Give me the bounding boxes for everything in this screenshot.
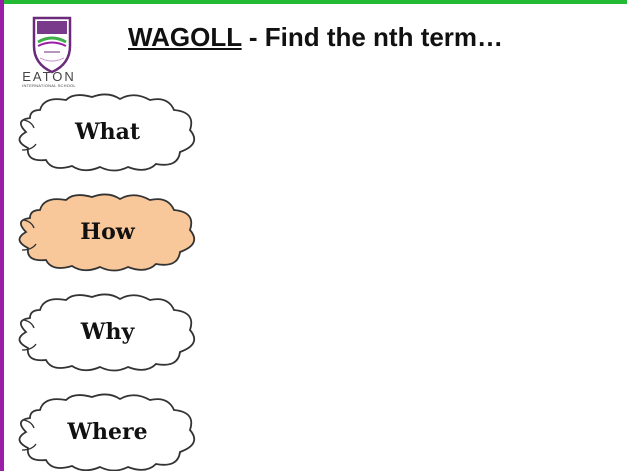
cloud-label: Why <box>80 319 135 345</box>
cloud-how: How <box>10 192 200 272</box>
cloud-label: Where <box>67 419 148 445</box>
top-accent-bar <box>0 0 627 4</box>
school-name: EATON INTERNATIONAL SCHOOL <box>18 70 80 88</box>
school-name-sub: INTERNATIONAL SCHOOL <box>22 83 76 88</box>
cloud-what: What <box>10 92 200 172</box>
cloud-where: Where <box>10 392 200 471</box>
cloud-label: How <box>80 219 135 245</box>
cloud-icon <box>18 93 196 172</box>
cloud-icon <box>18 193 196 272</box>
title-rest: - Find the nth term… <box>241 22 504 52</box>
cloud-icon <box>18 293 196 372</box>
school-shield-logo <box>32 16 72 74</box>
title-highlight: WAGOLL <box>128 22 242 52</box>
cloud-why: Why <box>10 292 200 372</box>
page-title: WAGOLL - Find the nth term… <box>128 22 503 53</box>
cloud-label: What <box>74 119 141 145</box>
left-accent-bar <box>0 0 4 471</box>
school-name-main: EATON <box>22 69 76 84</box>
cloud-icon <box>18 393 196 471</box>
